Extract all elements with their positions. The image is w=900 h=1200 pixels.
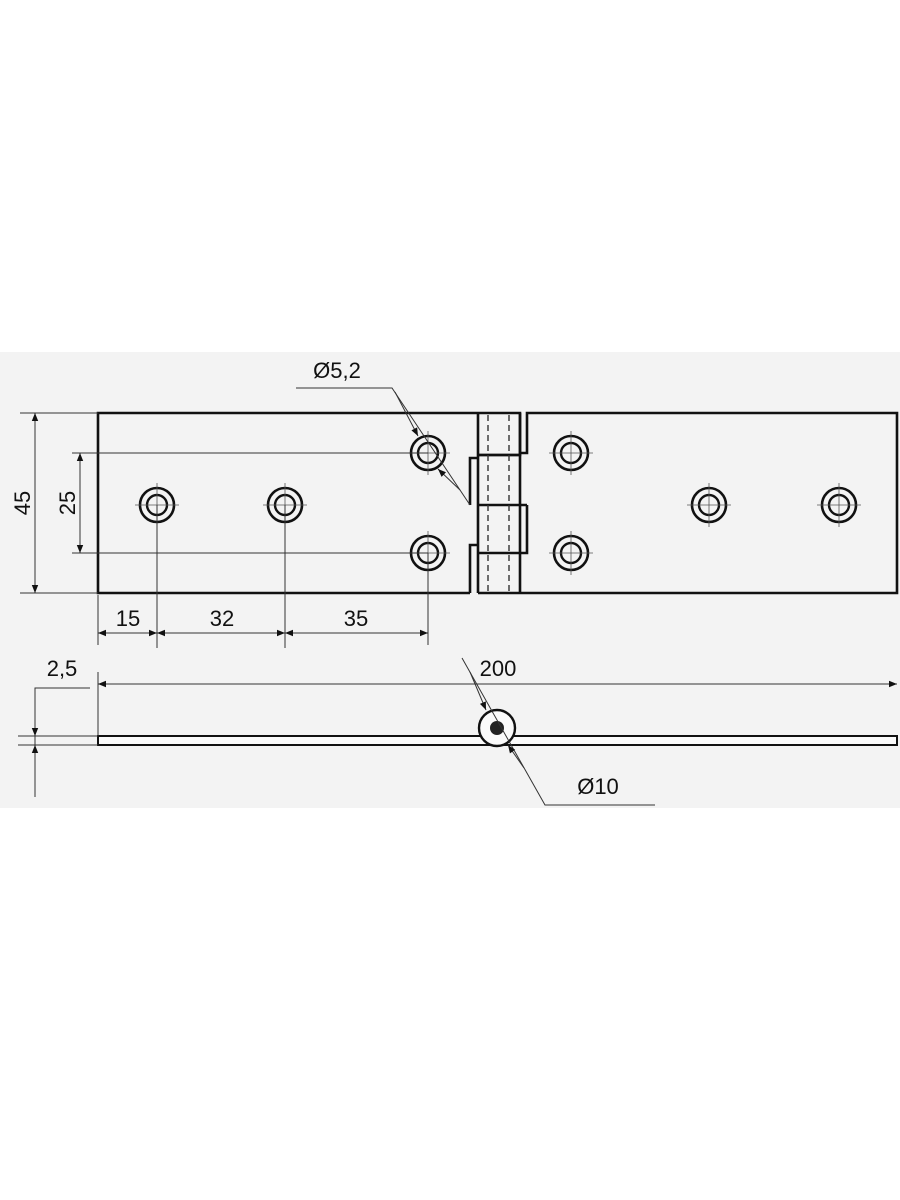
dimension-thickness: 2,5 <box>18 656 98 797</box>
mounting-hole <box>687 483 731 527</box>
side-view <box>97 708 898 748</box>
drawing-background-band <box>0 352 900 808</box>
mounting-hole <box>817 483 861 527</box>
dim-label-35: 35 <box>344 606 368 631</box>
mounting-hole <box>549 431 593 475</box>
dimension-hole-diameter: Ø5,2 <box>296 358 471 506</box>
hinge-knuckles <box>476 413 522 593</box>
dim-label-thickness: 2,5 <box>47 656 78 681</box>
dimension-length-200: 200 <box>97 656 897 736</box>
dim-label-hole-diameter: Ø5,2 <box>313 358 361 383</box>
dim-label-25: 25 <box>55 491 80 515</box>
pin-circle <box>490 721 504 735</box>
dimension-chain-horizontal: 15 32 35 <box>97 505 429 648</box>
dim-label-32: 32 <box>210 606 234 631</box>
dim-label-200: 200 <box>480 656 517 681</box>
dimension-height-45: 45 <box>10 412 98 594</box>
mounting-hole <box>549 531 593 575</box>
dim-label-knuckle-diameter: Ø10 <box>577 774 619 799</box>
dim-label-45: 45 <box>10 491 35 515</box>
dim-label-15: 15 <box>116 606 140 631</box>
dimension-hole-spacing-25: 25 <box>55 452 428 554</box>
dimension-knuckle-diameter: Ø10 <box>461 657 655 806</box>
top-view <box>96 411 899 595</box>
